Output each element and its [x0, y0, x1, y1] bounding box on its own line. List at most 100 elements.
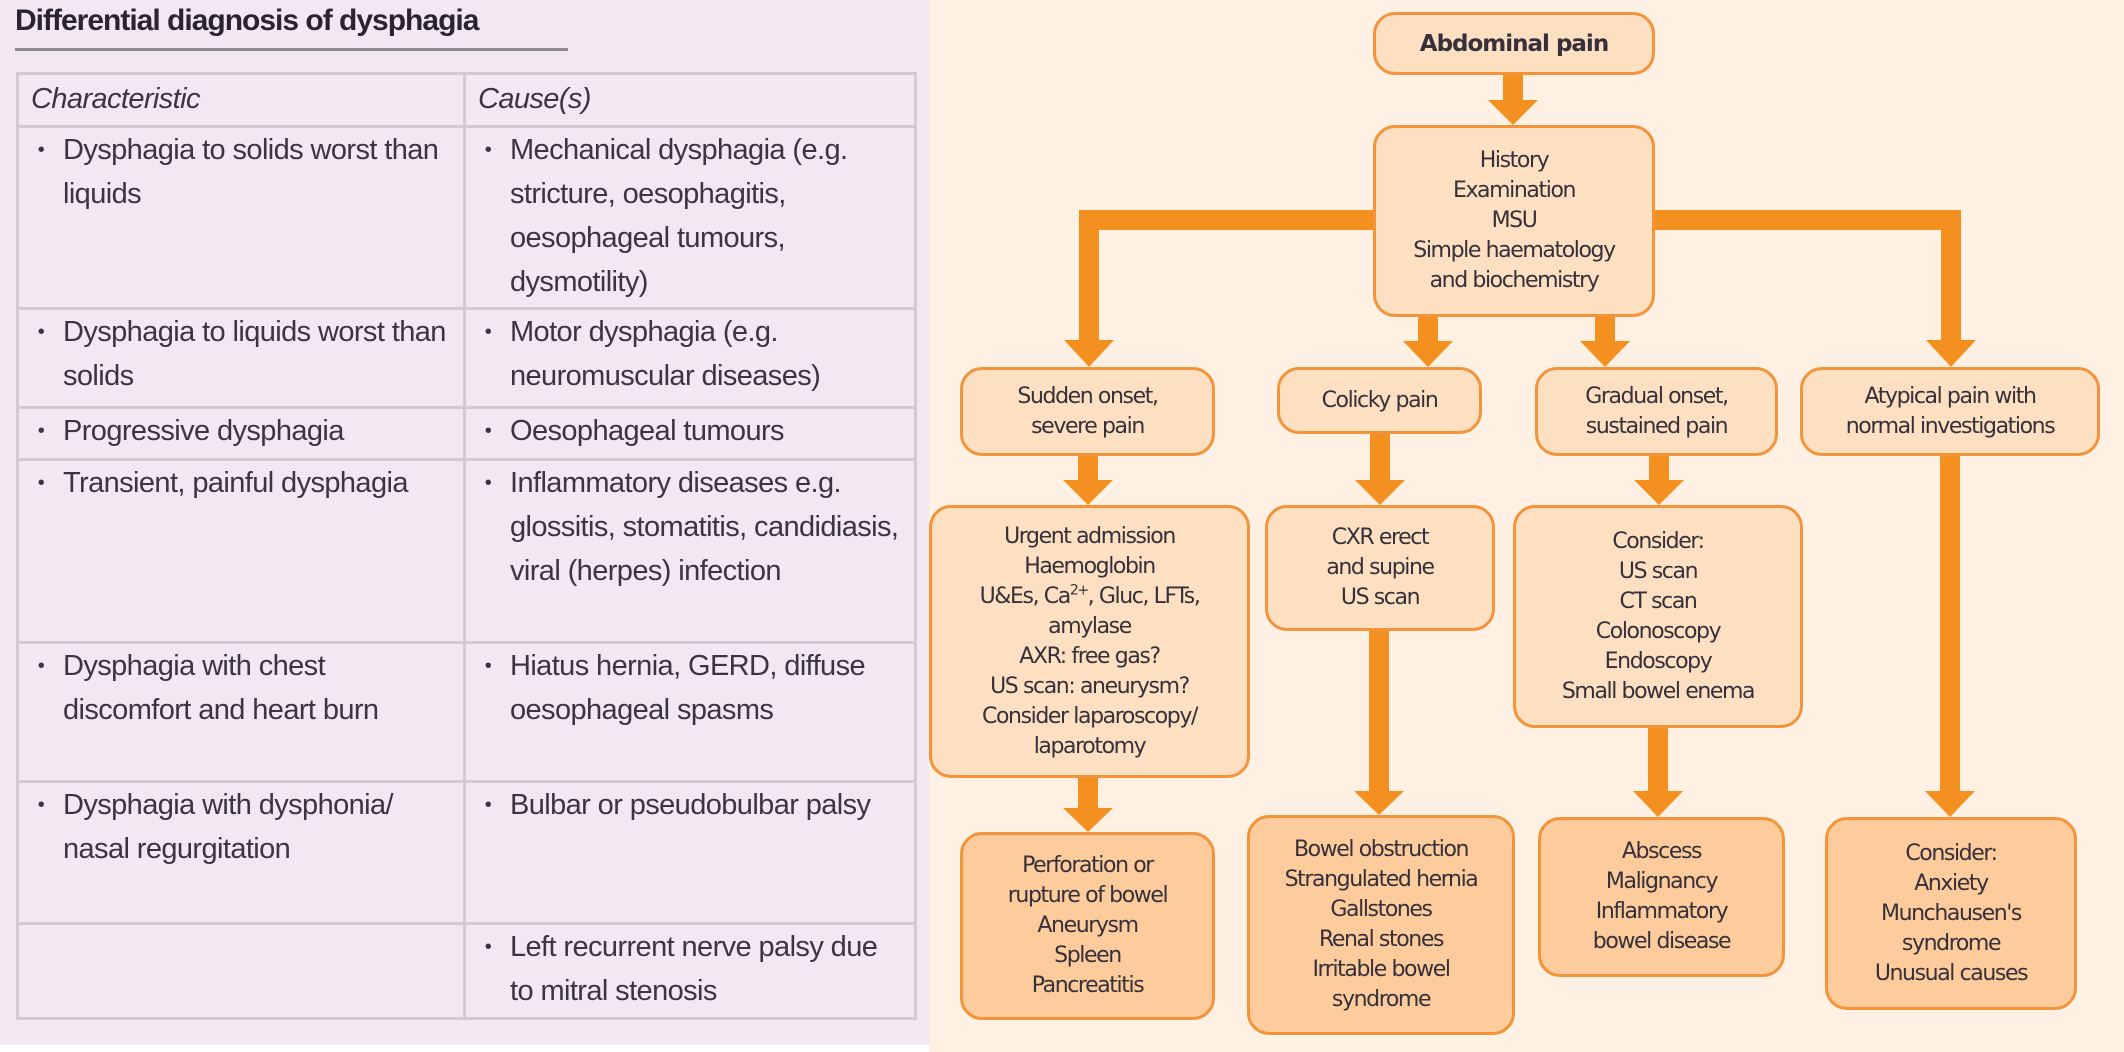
node-line: bowel disease	[1592, 929, 1732, 954]
node-line: History	[1479, 148, 1550, 173]
header-characteristic: Characteristic	[16, 72, 466, 128]
bullet-item: •Left recurrent nerve palsy due to mitra…	[466, 925, 904, 1013]
node-line: Irritable bowel	[1312, 957, 1450, 982]
bullet-icon: •	[37, 139, 45, 161]
node-line: Simple haematology	[1413, 238, 1616, 263]
node-line: Gradual onset,	[1585, 383, 1729, 409]
cause-cell-text: Left recurrent nerve palsy due to mitral…	[510, 931, 878, 1007]
table-row: • Dysphagia with dysphonia/ nasal regurgi…	[16, 780, 917, 925]
cause-cell-text: Mechanical dysphagia (e.g. stricture, oe…	[510, 134, 848, 298]
bullet-icon: •	[37, 655, 45, 677]
cause-cell: •Bulbar or pseudobulbar palsy	[463, 780, 917, 925]
characteristic-cell: •Dysphagia to liquids worst than solids	[16, 307, 466, 409]
node-line: Urgent admission	[1004, 523, 1176, 549]
node-line: Consider laparoscopy/	[982, 703, 1198, 729]
header-causes: Cause(s)	[463, 72, 917, 128]
characteristic-cell: • Dysphagia with chest discomfort and hea…	[16, 641, 466, 783]
characteristic-cell-text: Dysphagia with chest discomfort and hear…	[63, 650, 379, 726]
bullet-icon: •	[37, 420, 45, 442]
characteristic-cell-text: Dysphagia to liquids worst than solids	[63, 316, 446, 392]
characteristic-cell: • Transient, painful dysphagia	[16, 458, 466, 644]
cause-cell-text: Motor dysphagia (e.g. neuromuscular dise…	[510, 316, 821, 392]
node-line: Sudden onset,	[1017, 383, 1159, 409]
node-line: syndrome	[1331, 987, 1432, 1012]
node-line: Consider:	[1905, 840, 1998, 866]
node-line: Examination	[1452, 178, 1577, 203]
bullet-item: • Progressive dysphagia	[19, 409, 453, 453]
bullet-item: •Oesophageal tumours	[466, 409, 904, 453]
bullet-icon: •	[484, 472, 492, 494]
characteristic-cell-text: Dysphagia with dysphonia/ nasal regurgit…	[63, 789, 394, 865]
characteristic-cell-text: Dysphagia to solids worst than liquids	[63, 134, 439, 210]
table-row: • Progressive dysphagia •Oesophageal tumou…	[16, 406, 917, 461]
cause-cell: •Oesophageal tumours	[463, 406, 917, 461]
bullet-item: •Bulbar or pseudobulbar palsy	[466, 783, 904, 827]
node-line: sustained pain	[1585, 413, 1729, 439]
node-line: Aneurysm	[1037, 913, 1139, 938]
node-colicky-pain: Colicky pain	[1277, 367, 1482, 434]
node-line: Abscess	[1621, 839, 1703, 864]
node-line: Gallstones	[1330, 897, 1433, 922]
node-line: Haemoglobin	[1024, 553, 1156, 579]
bullet-icon: •	[484, 321, 492, 343]
node-line: AXR: free gas?	[1019, 643, 1161, 669]
node-line: MSU	[1491, 208, 1538, 233]
bullet-item: • Dysphagia with dysphonia/ nasal regurgi…	[19, 783, 453, 871]
table-row: •Dysphagia to solids worst than liquids•…	[16, 125, 917, 310]
characteristic-cell: • Progressive dysphagia	[16, 406, 466, 461]
node-line: US scan	[1618, 558, 1699, 584]
characteristic-cell-text: Transient, painful dysphagia	[63, 467, 408, 499]
bullet-item: •Dysphagia to liquids worst than solids	[19, 310, 453, 398]
node-line: Pancreatitis	[1031, 973, 1145, 998]
node-line: Abdominal pain	[1419, 30, 1609, 57]
bullet-icon: •	[37, 472, 45, 494]
characteristic-cell	[16, 922, 466, 1020]
node-line: Anxiety	[1914, 870, 1989, 896]
node-gradual-onset: Gradual onset, sustained pain	[1535, 367, 1778, 456]
table-header-row: Characteristic Cause(s)	[16, 72, 917, 128]
node-line: U&Es, Ca2+, Gluc, LFTs,	[979, 582, 1201, 609]
cause-cell: • Mechanical dysphagia (e.g. stricture, o…	[463, 125, 917, 310]
characteristic-cell-text: Progressive dysphagia	[63, 415, 344, 447]
node-line: US scan	[1340, 585, 1421, 610]
cause-cell: • Motor dysphagia (e.g. neuromuscular dis…	[463, 307, 917, 409]
node-line: Munchausen's	[1881, 900, 2022, 926]
bullet-item: • Dysphagia to solids worst than liquids	[19, 128, 453, 216]
bullet-item: •Hiatus hernia, GERD, diffuse oesophagea…	[466, 644, 904, 732]
bullet-item: • Inflammatory diseases e.g. glossitis, s…	[466, 461, 904, 593]
bullet-icon: •	[484, 420, 492, 442]
cause-cell-text: Hiatus hernia, GERD, diffuse oesophageal…	[510, 650, 866, 726]
table-row: • Transient, painful dysphagia • Inflammato…	[16, 458, 917, 644]
node-line: rupture of bowel	[1007, 883, 1169, 908]
table-row: •Left recurrent nerve palsy due to mitra…	[16, 922, 917, 1020]
node-line: amylase	[1048, 613, 1132, 639]
node-line: Inflammatory	[1595, 899, 1729, 924]
node-line: and supine	[1326, 555, 1435, 580]
node-line: Colicky pain	[1321, 387, 1439, 413]
node-line: Malignancy	[1605, 869, 1719, 894]
table-row: •Dysphagia to liquids worst than solids•…	[16, 307, 917, 409]
node-line: Renal stones	[1318, 927, 1444, 952]
cause-cell-text: Inflammatory diseases e.g. glossitis, st…	[510, 467, 899, 587]
node-line: Endoscopy	[1604, 648, 1713, 674]
dysphagia-panel: Differential diagnosis of dysphagia Char…	[0, 0, 929, 1045]
node-sudden-onset: Sudden onset, severe pain	[960, 367, 1215, 456]
cause-cell: •Left recurrent nerve palsy due to mitra…	[463, 922, 917, 1020]
node-line: normal investigations	[1845, 413, 2056, 439]
bullet-icon: •	[484, 139, 492, 161]
bullet-icon: •	[37, 794, 45, 816]
title-underline	[15, 48, 568, 51]
characteristic-cell: • Dysphagia with dysphonia/ nasal regurgi…	[16, 780, 466, 925]
dysphagia-table: Characteristic Cause(s) • Dysphagia to so…	[16, 72, 917, 1020]
bullet-icon: •	[484, 794, 492, 816]
node-line: severe pain	[1031, 413, 1145, 439]
bullet-item: • Transient, painful dysphagia	[19, 461, 453, 505]
